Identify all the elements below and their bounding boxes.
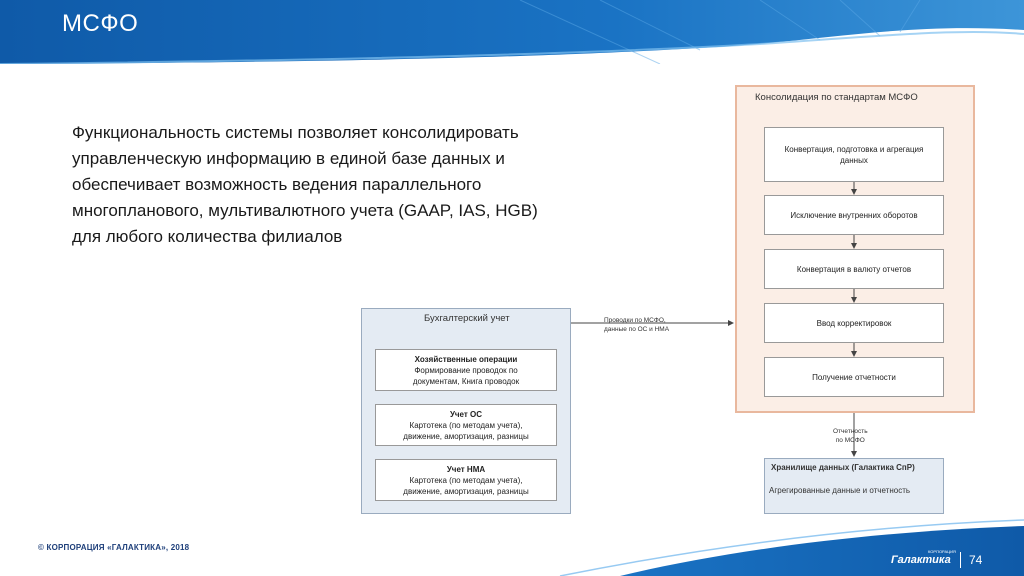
galaktika-logo: Галактика (891, 554, 951, 566)
step-get-reports: Получение отчетности (764, 357, 944, 397)
step-convert-aggregate: Конвертация, подготовка и агрегация данн… (764, 127, 944, 182)
item-line: движение, амортизация, разницы (403, 431, 529, 441)
consolidation-title: Консолидация по стандартам МСФО (755, 92, 918, 103)
accounting-item-fixed-assets: Учет ОС Картотека (по методам учета), дв… (375, 404, 557, 446)
accounting-item-operations: Хозяйственные операции Формирование пров… (375, 349, 557, 391)
item-line: движение, амортизация, разницы (403, 486, 529, 496)
arrow-label-line: Отчетность (833, 428, 868, 435)
storage-heading: Хранилище данных (Галактика СпР) (771, 463, 915, 472)
description-line: многопланового, мультивалютного учета (G… (72, 201, 538, 220)
step-label: Ввод корректировок (816, 318, 892, 328)
description-line: управленческую информацию в единой базе … (72, 149, 505, 168)
page-title: МСФО (62, 10, 139, 37)
step-eliminate-internal: Исключение внутренних оборотов (764, 195, 944, 235)
logo-subtitle: КОРПОРАЦИЯ (928, 549, 956, 554)
description-text: Функциональность системы позволяет консо… (72, 120, 617, 250)
step-label: данных (840, 155, 868, 165)
item-line: Картотека (по методам учета), (409, 420, 523, 430)
footer-copyright: © КОРПОРАЦИЯ «ГАЛАКТИКА», 2018 (38, 543, 190, 552)
step-currency-conversion: Конвертация в валюту отчетов (764, 249, 944, 289)
accounting-item-intangibles: Учет НМА Картотека (по методам учета), д… (375, 459, 557, 501)
page-separator (960, 552, 961, 568)
step-adjustments: Ввод корректировок (764, 303, 944, 343)
description-line: для любого количества филиалов (72, 227, 343, 246)
page-number: 74 (969, 553, 983, 567)
item-line: Картотека (по методам учета), (409, 475, 523, 485)
storage-text: Агрегированные данные и отчетность (769, 486, 911, 495)
item-heading: Хозяйственные операции (414, 354, 518, 364)
arrow-label-line: данные по ОС и НМА (604, 326, 670, 333)
description-line: Функциональность системы позволяет консо… (72, 123, 519, 142)
footer-wave (559, 519, 1024, 576)
arrow-label-line: Проводки по МСФО, (604, 317, 666, 324)
step-label: Конвертация в валюту отчетов (796, 264, 912, 274)
report-arrow-label: Отчетность по МСФО (833, 427, 868, 445)
data-storage-box (764, 458, 944, 514)
postings-arrow-label: Проводки по МСФО, данные по ОС и НМА (604, 316, 669, 334)
step-label: Конвертация, подготовка и агрегация (784, 144, 924, 154)
item-line: Формирование проводок по (414, 365, 518, 375)
accounting-title: Бухгалтерский учет (424, 313, 510, 324)
header-banner (0, 0, 1024, 64)
step-label: Исключение внутренних оборотов (790, 210, 918, 220)
description-line: обеспечивает возможность ведения паралле… (72, 175, 482, 194)
item-heading: Учет НМА (446, 464, 486, 474)
item-heading: Учет ОС (449, 409, 483, 419)
step-label: Получение отчетности (812, 372, 896, 382)
arrow-label-line: по МСФО (835, 437, 865, 444)
item-line: документам, Книга проводок (412, 376, 520, 386)
